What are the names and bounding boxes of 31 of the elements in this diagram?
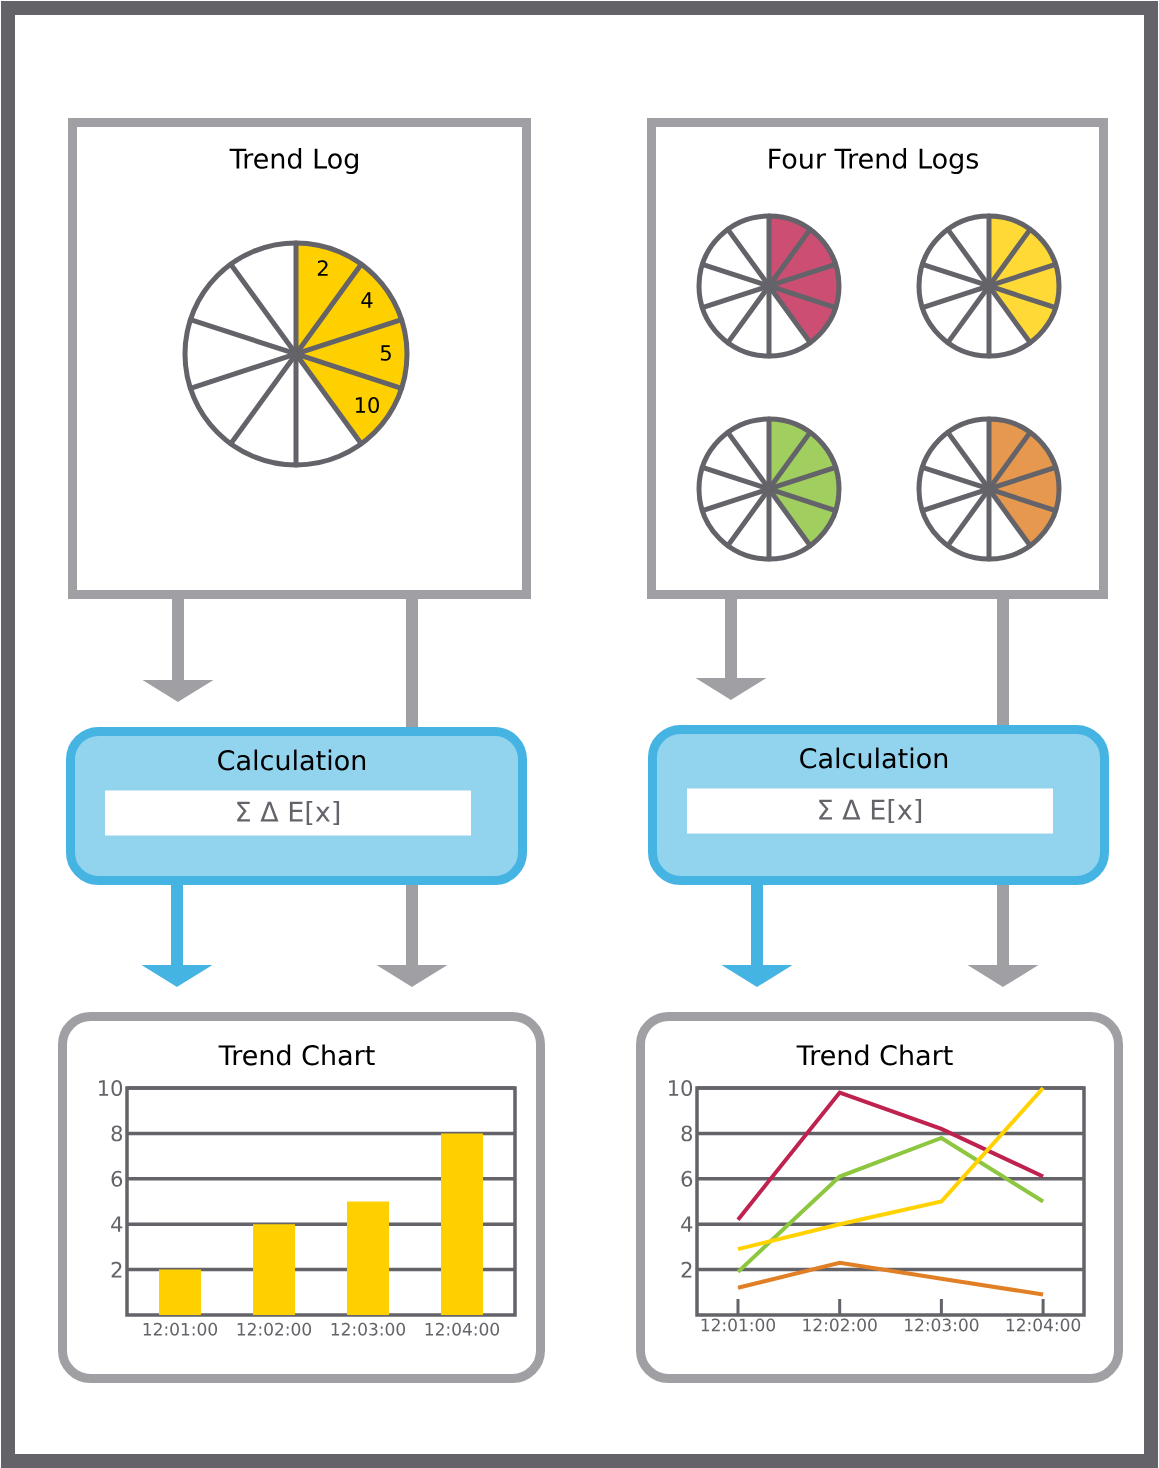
bar (441, 1133, 483, 1315)
y-tick-label: 2 (681, 1261, 692, 1278)
y-tick-label: 4 (111, 1216, 123, 1232)
y-tick-label: 8 (111, 1125, 123, 1142)
segment-number: 2 (317, 260, 328, 276)
x-tick-label: 12:03:00 (331, 1322, 406, 1336)
bar (159, 1269, 201, 1315)
y-tick-label: 6 (111, 1170, 123, 1187)
x-tick-label: 12:01:00 (701, 1318, 776, 1332)
x-tick-label: 12:04:00 (1006, 1318, 1081, 1332)
formula-field: Σ Δ E[x] (105, 790, 471, 836)
segment-number: 4 (361, 292, 373, 308)
y-tick-label: 2 (111, 1261, 122, 1278)
x-tick-label: 12:04:00 (425, 1322, 500, 1336)
line-series (735, 1260, 1046, 1297)
bar (253, 1224, 295, 1315)
y-tick-label: 6 (681, 1170, 693, 1187)
line-series (735, 1085, 1046, 1252)
x-tick-label: 12:03:00 (905, 1318, 979, 1332)
y-tick-label: 10 (99, 1080, 123, 1096)
x-tick-label: 12:01:00 (143, 1322, 218, 1336)
segment-number: 10 (355, 397, 379, 413)
bar (347, 1201, 389, 1315)
y-tick-label: 8 (681, 1125, 693, 1142)
y-tick-label: 4 (681, 1216, 693, 1232)
x-tick-label: 12:02:00 (803, 1318, 877, 1332)
line-series (735, 1135, 1046, 1274)
y-tick-label: 10 (669, 1080, 693, 1096)
segment-number: 5 (380, 345, 391, 361)
x-tick-label: 12:02:00 (237, 1322, 312, 1336)
line-series (735, 1090, 1046, 1222)
